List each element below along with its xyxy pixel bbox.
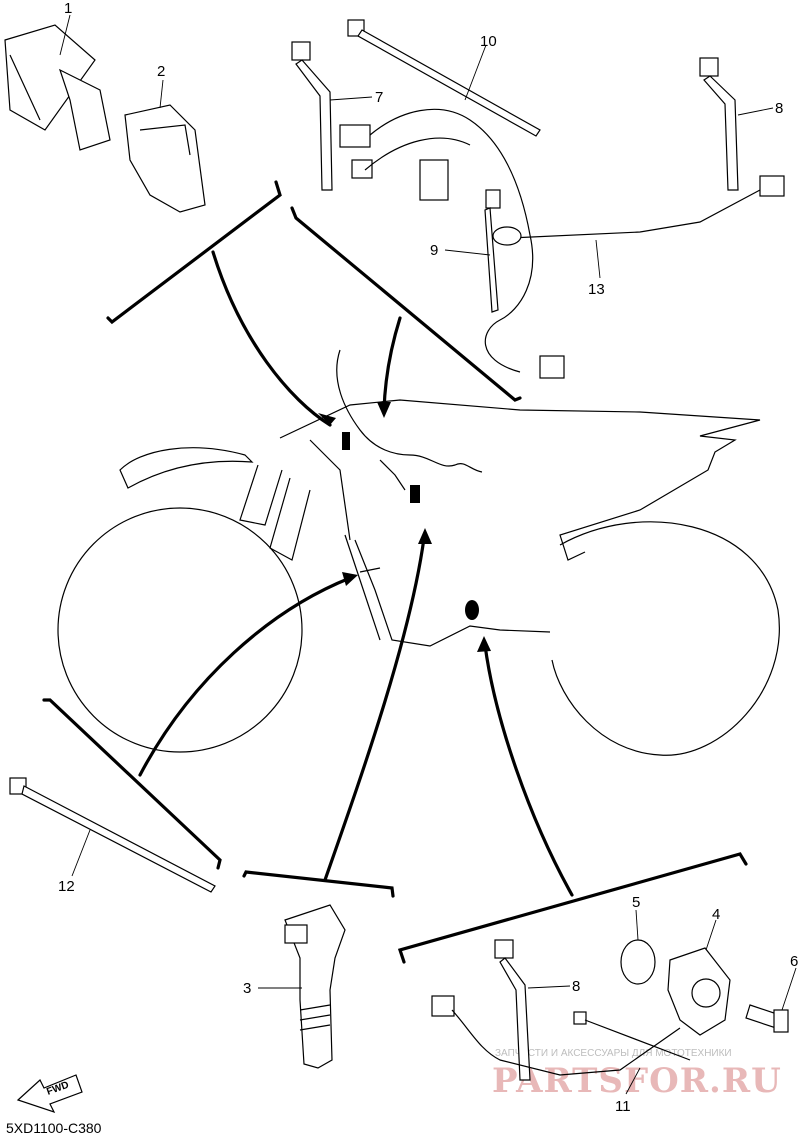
part-11-wire-lead xyxy=(431,995,691,1076)
callout-4: 4 xyxy=(712,906,720,923)
callout-8-upper: 8 xyxy=(775,100,783,117)
leader-13 xyxy=(595,239,601,279)
front-fork-right xyxy=(269,477,311,561)
part-3-ignition-coil xyxy=(284,904,346,1069)
callout-7: 7 xyxy=(375,89,383,106)
front-fender xyxy=(119,447,254,489)
leader-9 xyxy=(444,249,491,256)
part-2-regulator xyxy=(124,104,206,213)
arrowhead-lower-right xyxy=(477,636,491,652)
bracket-upper-right xyxy=(290,206,522,402)
arrowhead-upper-left xyxy=(318,413,336,425)
bike-sensor-marker xyxy=(465,600,479,620)
front-fork-left xyxy=(239,464,283,526)
leader-2 xyxy=(159,79,164,109)
leader-10 xyxy=(464,44,487,101)
leader-6 xyxy=(781,967,797,1011)
leader-11 xyxy=(625,1067,641,1095)
callout-13: 13 xyxy=(588,281,605,298)
bike-wire-branch xyxy=(379,459,406,491)
leader-12 xyxy=(71,829,91,877)
arrow-upper-left xyxy=(211,250,332,427)
rear-wheel xyxy=(551,521,780,756)
bracket-lower-right xyxy=(397,852,748,964)
callout-2: 2 xyxy=(157,63,165,80)
fwd-arrow-icon: FWD xyxy=(16,1074,83,1114)
leader-5 xyxy=(635,909,639,941)
part-4-sensor xyxy=(667,947,731,1036)
part-8-band-lower xyxy=(494,939,531,1081)
callout-5: 5 xyxy=(632,894,640,911)
watermark-logo: PARTSFOR.RU xyxy=(492,1061,782,1101)
part-5-o-ring xyxy=(620,939,656,985)
leader-8-lower xyxy=(527,985,571,989)
frame-front xyxy=(309,439,351,541)
diagram-part-code: 5XD1100-C380 xyxy=(6,1120,102,1136)
callout-8-lower: 8 xyxy=(572,978,580,995)
callout-1: 1 xyxy=(64,0,72,17)
leader-4 xyxy=(705,919,717,951)
bike-coil-marker xyxy=(410,485,420,503)
watermark-caption: ЗАПЧАСТИ И АКСЕССУАРЫ ДЛЯ МОТОТЕХНИКИ xyxy=(495,1048,732,1059)
arrow-upper-right xyxy=(382,316,402,412)
bracket-lower-center xyxy=(242,870,395,898)
bike-cdi-marker xyxy=(342,432,350,450)
part-1-cdi-unit xyxy=(4,24,111,151)
motorcycle-outline xyxy=(57,399,780,756)
part-6-bolt xyxy=(745,1004,789,1033)
callout-12: 12 xyxy=(58,878,75,895)
callout-3: 3 xyxy=(243,980,251,997)
callout-10: 10 xyxy=(480,33,497,50)
leader-7 xyxy=(329,96,373,101)
part-13-wire-harness xyxy=(339,108,785,379)
bike-tie-marker xyxy=(359,567,381,573)
frame-lower xyxy=(354,539,551,647)
bracket-lower-left xyxy=(42,698,222,870)
part-10-cable-tie xyxy=(347,19,541,137)
frame-downtube xyxy=(344,534,381,641)
leader-8-upper xyxy=(737,107,774,116)
arrow-lower-right xyxy=(483,643,574,897)
leader-1 xyxy=(59,14,71,56)
part-8-band-upper xyxy=(699,57,739,191)
callout-9: 9 xyxy=(430,242,438,259)
arrow-lower-center xyxy=(323,536,426,882)
callout-6: 6 xyxy=(790,953,798,970)
callout-11: 11 xyxy=(615,1098,631,1115)
arrow-lower-left xyxy=(138,576,352,777)
part-12-cable-tie xyxy=(9,777,216,893)
arrowhead-upper-right xyxy=(377,402,391,418)
arrowhead-lower-center xyxy=(418,528,432,544)
part-7-band xyxy=(291,41,333,191)
front-wheel xyxy=(57,507,303,753)
bike-wire-harness xyxy=(336,349,483,473)
seat-and-rear-fender xyxy=(279,399,761,561)
arrowhead-lower-left xyxy=(342,572,358,586)
part-9-band xyxy=(484,189,501,313)
bracket-upper-left xyxy=(106,180,282,325)
